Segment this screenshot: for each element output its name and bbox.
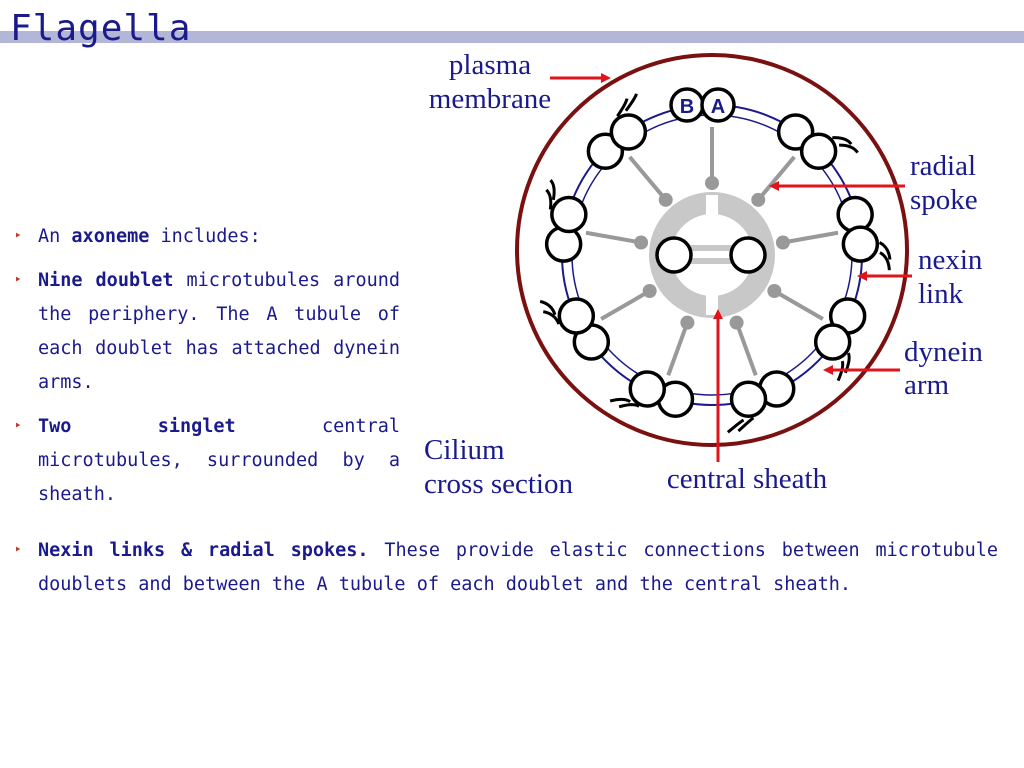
- dynein-arm: [618, 403, 640, 409]
- cilium-label: Cilium: [424, 434, 505, 466]
- bullet-text: central microtubules, surrounded by a sh…: [38, 416, 400, 505]
- tubule-a: [729, 380, 768, 418]
- tubule-a: [609, 113, 648, 151]
- spoke-head: [642, 284, 657, 298]
- bullet-arrow-icon: ‣: [14, 543, 22, 558]
- bullet-list-wide: ‣ Nexin links & radial spokes. These pro…: [14, 534, 998, 612]
- tubule-a: [813, 323, 852, 361]
- spoke-head: [729, 315, 744, 330]
- central-sheath: [649, 192, 775, 318]
- spoke-head: [658, 192, 673, 207]
- spoke-label: spoke: [910, 184, 978, 216]
- bullet-arrow-icon: ‣: [14, 419, 22, 434]
- nexin-label: nexin: [918, 244, 983, 276]
- dynein-arm: [832, 136, 853, 146]
- spoke-head: [705, 176, 719, 190]
- bullet-text: These provide elastic connections betwee…: [38, 540, 998, 595]
- dynein-label: dynein: [904, 336, 983, 368]
- title-bar: [0, 31, 1024, 43]
- bullet-item: ‣ Two singlet central microtubules, surr…: [14, 410, 400, 512]
- spoke-head: [751, 192, 766, 207]
- bullet-bold: Two singlet: [38, 416, 236, 437]
- spoke-head: [634, 235, 649, 250]
- radial-spoke: [585, 230, 642, 245]
- dynein-arm: [839, 143, 859, 154]
- radial-spoke: [666, 321, 690, 376]
- bullet-arrow-icon: ‣: [14, 273, 22, 288]
- dynein-arm: [542, 310, 561, 325]
- radial-spoke: [756, 155, 796, 202]
- top-doublet: B A: [669, 87, 736, 123]
- cross-section-label: cross section: [424, 468, 573, 500]
- spoke-head: [767, 284, 782, 298]
- bullet-text: includes:: [149, 226, 261, 247]
- membrane-label: membrane: [429, 83, 551, 115]
- dynein-arm: [737, 416, 755, 433]
- dynein-arm: [616, 98, 629, 118]
- dynein-arm: [624, 93, 638, 112]
- tubule-a: [841, 225, 880, 263]
- spoke-head: [775, 235, 790, 250]
- central-singlet: [655, 236, 693, 274]
- tubule-a: [557, 297, 596, 335]
- dynein-arm: [726, 418, 745, 434]
- bullet-bold: Nexin links & radial spokes.: [38, 540, 369, 561]
- radial-spoke: [782, 230, 839, 245]
- dynein-arm: [609, 397, 632, 403]
- tubule-a: [550, 195, 588, 234]
- dynein-arm: [879, 251, 891, 271]
- bullet-text: An: [38, 226, 72, 247]
- tubule-b-label: B: [680, 96, 694, 118]
- dynein-arm: [878, 241, 892, 260]
- bullet-bold: axoneme: [71, 226, 150, 247]
- arm-label: arm: [904, 369, 950, 401]
- outer-doublets: [539, 93, 892, 434]
- bullet-item: ‣ An axoneme includes:: [14, 220, 400, 254]
- radial-spokes: [585, 127, 839, 376]
- bullet-bold: Nine doublet: [38, 270, 174, 291]
- bullet-item: ‣ Nine doublet microtubules around the p…: [14, 264, 400, 400]
- bullet-list: ‣ An axoneme includes: ‣ Nine doublet mi…: [14, 220, 400, 522]
- dynein-arm: [549, 179, 556, 201]
- radial-spoke: [734, 321, 758, 376]
- dynein-arm: [539, 299, 557, 316]
- plasma-label: plasma: [449, 49, 531, 81]
- central-singlet: [729, 236, 767, 274]
- tubule-a-label: A: [711, 96, 725, 118]
- tubule-a: [628, 370, 667, 408]
- tubule-a: [799, 132, 838, 171]
- page-title: Flagella: [10, 8, 192, 49]
- central-sheath-label: central sheath: [667, 463, 828, 495]
- spoke-head: [680, 315, 695, 330]
- bullet-text: microtubules around the periphery. The A…: [38, 270, 400, 393]
- radial-label: radial: [910, 150, 976, 182]
- radial-spoke: [600, 289, 651, 321]
- bullet-item: ‣ Nexin links & radial spokes. These pro…: [14, 534, 998, 602]
- link-label: link: [918, 278, 964, 310]
- radial-spoke: [628, 155, 668, 202]
- radial-spoke: [773, 289, 824, 321]
- dynein-arm: [545, 188, 553, 210]
- plasma-membrane: [515, 53, 909, 447]
- bullet-arrow-icon: ‣: [14, 229, 22, 244]
